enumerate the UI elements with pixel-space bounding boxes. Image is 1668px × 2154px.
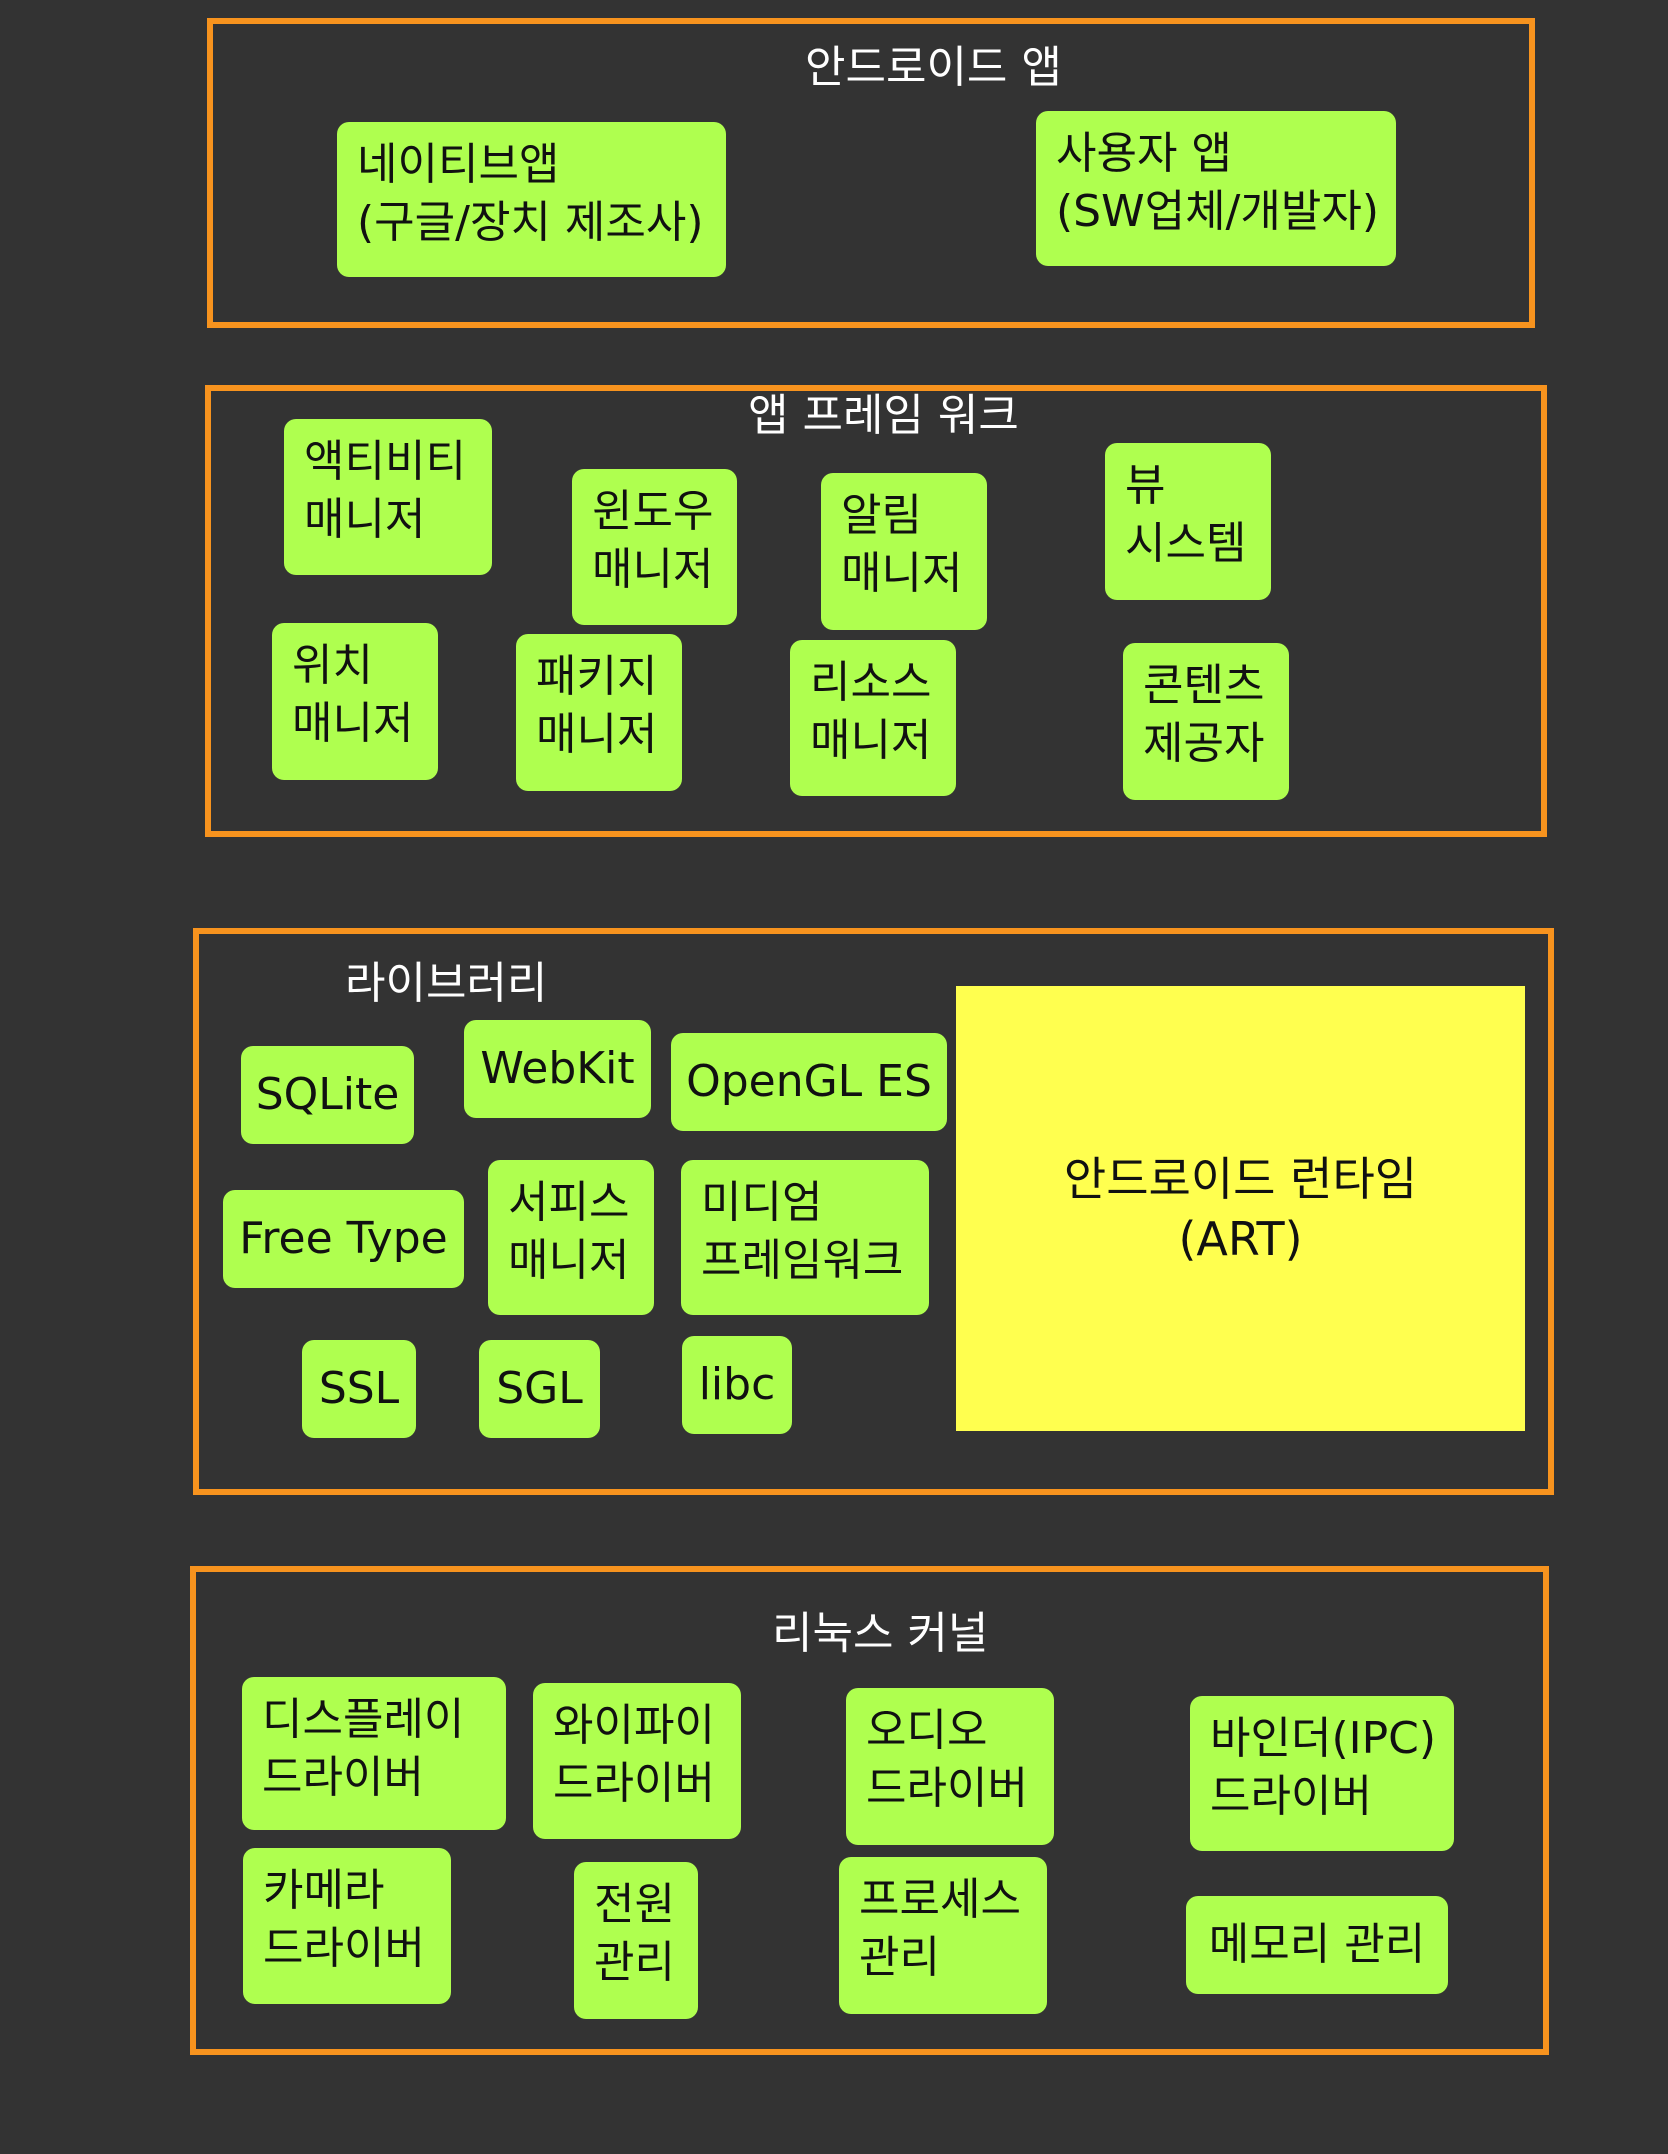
android-apps-layer [207, 18, 1535, 328]
app-framework-layer [205, 385, 1547, 837]
libc-box: libc [682, 1336, 792, 1434]
android-runtime-box: 안드로이드 런타임 (ART) [956, 986, 1525, 1431]
display-driver-box: 디스플레이 드라이버 [242, 1677, 506, 1830]
user-apps-box: 사용자 앱 (SW업체/개발자) [1036, 111, 1396, 266]
webkit-box: WebKit [464, 1020, 651, 1118]
package-manager-box: 패키지 매니저 [516, 634, 682, 791]
linux-kernel-layer [190, 1566, 1549, 2055]
libraries-title: 라이브러리 [345, 958, 548, 1009]
freetype-box: Free Type [223, 1190, 464, 1288]
android-apps-title: 안드로이드 앱 [805, 42, 1062, 93]
activity-manager-box: 액티비티 매니저 [284, 419, 492, 575]
sgl-box: SGL [479, 1340, 600, 1438]
location-manager-box: 위치 매니저 [272, 623, 438, 780]
media-framework-box: 미디엄 프레임워크 [681, 1160, 929, 1315]
notification-manager-box: 알림 매니저 [821, 473, 987, 630]
surface-manager-box: 서피스 매니저 [488, 1160, 654, 1315]
power-management-box: 전원 관리 [574, 1862, 698, 2019]
resource-manager-box: 리소스 매니저 [790, 640, 956, 796]
audio-driver-box: 오디오 드라이버 [846, 1688, 1054, 1845]
libraries-layer [193, 928, 1554, 1495]
content-provider-box: 콘텐츠 제공자 [1123, 643, 1289, 800]
native-apps-box: 네이티브앱 (구글/장치 제조사) [337, 122, 726, 277]
view-system-box: 뷰 시스템 [1105, 443, 1271, 600]
wifi-driver-box: 와이파이 드라이버 [533, 1683, 741, 1839]
window-manager-box: 윈도우 매니저 [572, 469, 737, 625]
sqlite-box: SQLite [241, 1046, 414, 1144]
process-management-box: 프로세스 관리 [839, 1857, 1047, 2014]
ssl-box: SSL [302, 1340, 416, 1438]
memory-management-box: 메모리 관리 [1186, 1896, 1448, 1994]
camera-driver-box: 카메라 드라이버 [243, 1848, 451, 2004]
app-framework-title: 앱 프레임 워크 [748, 390, 1019, 441]
opengl-es-box: OpenGL ES [671, 1033, 947, 1131]
linux-kernel-title: 리눅스 커널 [772, 1608, 989, 1659]
binder-ipc-driver-box: 바인더(IPC) 드라이버 [1190, 1696, 1454, 1851]
